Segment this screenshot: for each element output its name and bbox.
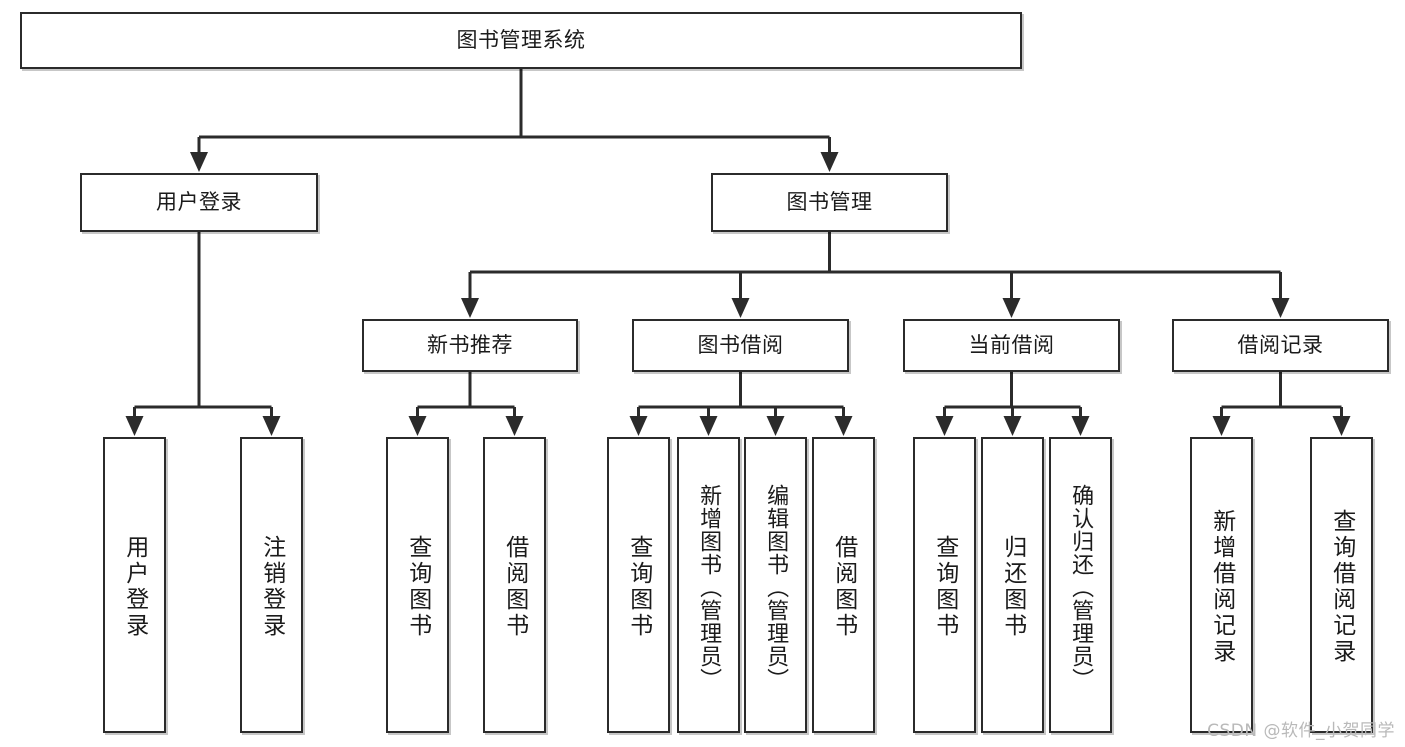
node-label: 编辑图书（管理员） [763,483,789,691]
node-label: 用户登录 [156,190,242,215]
arrow-head-icon [190,152,208,172]
arrow-head-icon [935,416,954,436]
node-leaf-query-record[interactable]: 查询借阅记录 [1310,437,1373,733]
node-current-borrow[interactable]: 当前借阅 [903,319,1120,372]
node-leaf-return-book[interactable]: 归还图书 [981,437,1044,733]
node-leaf-add-record[interactable]: 新增借阅记录 [1190,437,1253,733]
node-book-manage[interactable]: 图书管理 [711,173,948,232]
node-leaf-edit-book[interactable]: 编辑图书（管理员） [744,437,807,733]
node-label: 图书管理 [786,190,873,215]
node-label: 新书推荐 [427,333,513,358]
arrow-head-icon [699,416,718,436]
node-leaf-confirm-return[interactable]: 确认归还（管理员） [1049,437,1112,733]
node-label: 当前借阅 [968,333,1055,358]
node-label: 查询图书 [625,535,652,639]
node-leaf-add-book[interactable]: 新增图书（管理员） [677,437,740,733]
node-new-book-rec[interactable]: 新书推荐 [362,319,578,372]
arrow-head-icon [834,416,853,436]
arrow-head-icon [766,416,785,436]
watermark-text: CSDN @软件_小贺同学 [1207,721,1395,741]
arrow-head-icon [461,298,479,318]
node-book-borrow[interactable]: 图书借阅 [632,319,849,372]
node-leaf-borrow-book-bb[interactable]: 借阅图书 [812,437,875,733]
node-label: 借阅记录 [1237,333,1324,358]
node-label: 查询借阅记录 [1328,509,1355,665]
node-label: 借阅图书 [830,535,857,639]
node-label: 确认归还（管理员） [1068,483,1094,691]
node-leaf-borrow-book-rec[interactable]: 借阅图书 [483,437,546,733]
arrow-head-icon [629,416,648,436]
node-label: 新增借阅记录 [1208,509,1235,665]
node-label: 用户登录 [121,535,148,639]
node-label: 查询图书 [931,535,958,639]
arrow-head-icon [505,416,524,436]
arrow-head-icon [1003,416,1022,436]
node-borrow-record[interactable]: 借阅记录 [1172,319,1389,372]
node-label: 图书管理系统 [456,28,586,53]
node-label: 新增图书（管理员） [696,483,722,691]
node-label: 查询图书 [404,535,431,639]
node-label: 注销登录 [258,535,285,639]
arrow-head-icon [1071,416,1090,436]
node-leaf-query-book-cb[interactable]: 查询图书 [913,437,976,733]
node-label: 图书借阅 [697,333,784,358]
arrow-head-icon [1332,416,1351,436]
arrow-head-icon [408,416,427,436]
arrow-head-icon [820,152,839,172]
arrow-head-icon [125,416,144,436]
node-leaf-query-book-rec[interactable]: 查询图书 [386,437,449,733]
node-user-login[interactable]: 用户登录 [80,173,318,232]
node-label: 借阅图书 [501,535,528,639]
arrow-head-icon [262,416,281,436]
node-leaf-query-book-bb[interactable]: 查询图书 [607,437,670,733]
arrow-head-icon [1212,416,1231,436]
node-leaf-user-login[interactable]: 用户登录 [103,437,166,733]
arrow-head-icon [731,298,750,318]
node-root[interactable]: 图书管理系统 [20,12,1022,69]
node-leaf-logout[interactable]: 注销登录 [240,437,303,733]
arrow-head-icon [1002,298,1021,318]
node-label: 归还图书 [999,535,1026,639]
arrow-head-icon [1271,298,1290,318]
